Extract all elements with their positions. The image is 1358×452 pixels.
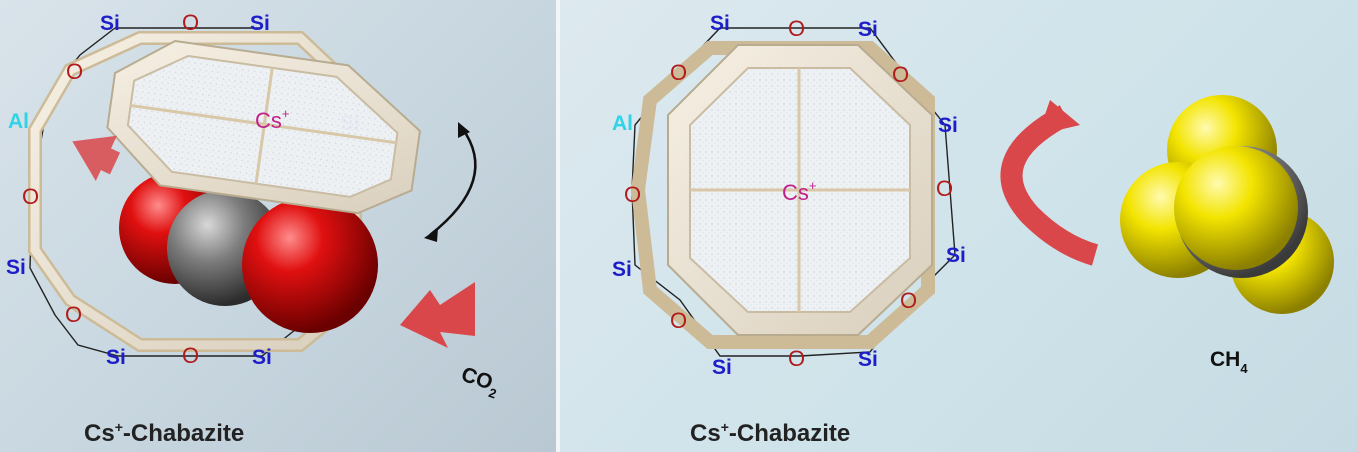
o-label: O xyxy=(788,346,805,371)
cation-label: Cs+ xyxy=(782,178,816,205)
cation-label: Cs+ xyxy=(255,106,289,133)
rejection-arrow-head xyxy=(1038,100,1080,135)
co2-arrow xyxy=(400,282,475,348)
o-label: O xyxy=(22,184,39,209)
al-label: Al xyxy=(8,110,29,133)
left-panel-graphic: Cs+ Si Si O Si O Al O Si O Si O Si CO2 xyxy=(6,10,502,447)
right-panel-graphic: Cs+ CH4 Si O Si O O Al Si O O Si xyxy=(612,12,1334,447)
o-label: O xyxy=(936,176,953,201)
o-label: O xyxy=(670,60,687,85)
si-label: Si xyxy=(710,12,730,35)
entry-arrow-left xyxy=(72,135,121,182)
ghost-si-label: Si xyxy=(340,112,360,135)
si-label: Si xyxy=(946,244,966,267)
left-panel: Cs+ Si Si O Si O Al O Si O Si O Si CO2 xyxy=(0,0,556,452)
si-label: Si xyxy=(252,346,272,369)
rejection-arrow xyxy=(1000,105,1099,266)
o-label: O xyxy=(670,308,687,333)
right-panel: Cs+ CH4 Si O Si O O Al Si O O Si xyxy=(560,0,1358,452)
left-caption: Cs+-Chabazite xyxy=(84,419,244,447)
si-label: Si xyxy=(612,258,632,281)
rotation-arrow xyxy=(429,127,477,236)
si-label: Si xyxy=(938,114,958,137)
si-label: Si xyxy=(858,348,878,371)
ch4-label: CH4 xyxy=(1210,348,1248,376)
o-label: O xyxy=(892,62,909,87)
si-label: Si xyxy=(712,356,732,379)
si-label: Si xyxy=(106,346,126,369)
panel-divider xyxy=(556,0,560,452)
o-label: O xyxy=(65,302,82,327)
o-label: O xyxy=(900,288,917,313)
si-label: Si xyxy=(100,12,120,35)
back-ring-frame xyxy=(630,41,935,349)
si-label: Si xyxy=(250,12,270,35)
rotation-arrow-head-bottom xyxy=(424,228,438,242)
front-window xyxy=(667,44,933,336)
rotation-arrow-head-top xyxy=(458,122,470,138)
o-label: O xyxy=(182,343,199,368)
o-label: O xyxy=(66,59,83,84)
si-label: Si xyxy=(858,18,878,41)
o-label: O xyxy=(182,10,199,35)
si-label: Si xyxy=(6,256,26,279)
al-label: Al xyxy=(612,112,633,135)
o-label: O xyxy=(788,16,805,41)
co2-oxygen-sphere-front xyxy=(242,197,378,333)
right-caption: Cs+-Chabazite xyxy=(690,419,850,447)
o-label: O xyxy=(624,182,641,207)
co2-label: CO2 xyxy=(457,363,502,402)
ch4-hydrogen-sphere-front xyxy=(1174,146,1298,270)
tilted-window xyxy=(106,39,421,215)
bond-lines xyxy=(631,27,956,357)
ch4-molecule xyxy=(1120,95,1334,314)
